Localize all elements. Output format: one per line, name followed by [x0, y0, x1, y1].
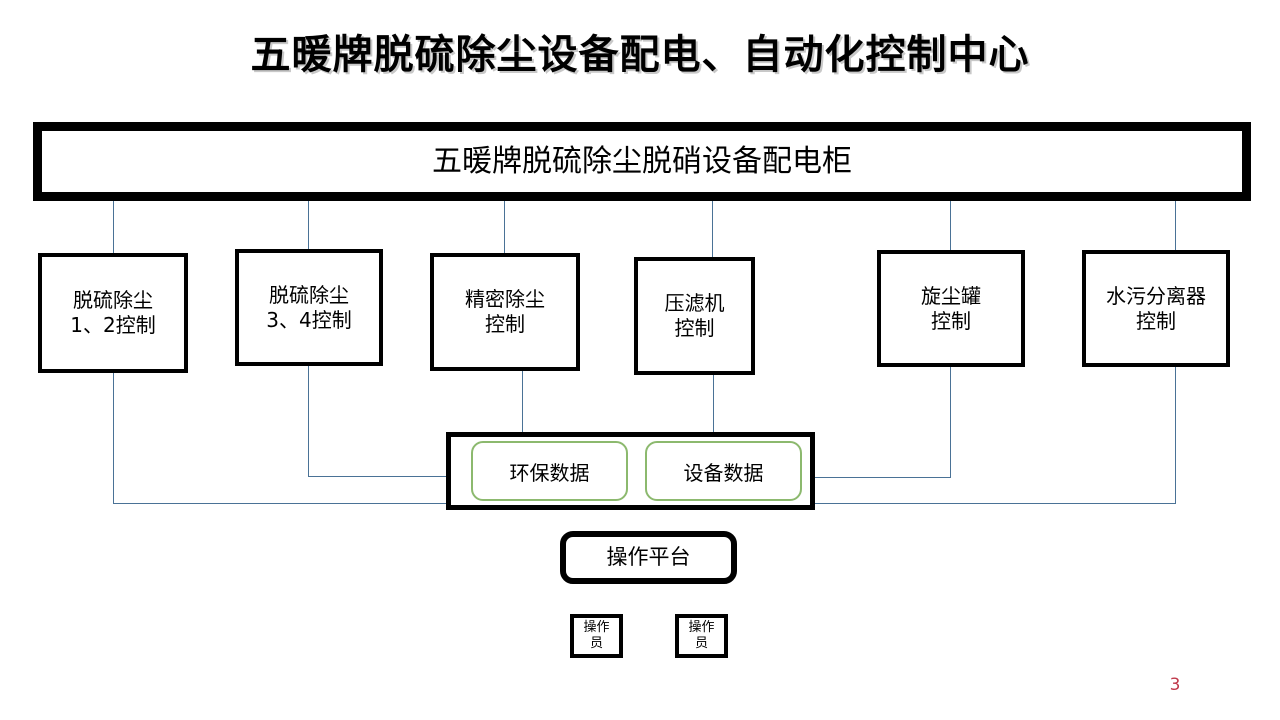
main-cabinet-box[interactable]: 五暖牌脱硫除尘脱硝设备配电柜 [33, 122, 1251, 201]
connector-ctrl1-across [113, 503, 448, 504]
connector-cabinet-to-ctrl6 [1175, 200, 1176, 252]
control-box-desulfurization-3-4[interactable]: 脱硫除尘 3、4控制 [235, 249, 383, 366]
operator-box-2[interactable]: 操作 员 [675, 614, 728, 658]
operator-box-1[interactable]: 操作 员 [570, 614, 623, 658]
control-box-water-separator[interactable]: 水污分离器 控制 [1082, 250, 1230, 367]
control-box-cyclone-tank[interactable]: 旋尘罐 控制 [877, 250, 1025, 367]
connector-ctrl3-down [522, 371, 523, 442]
connector-ctrl5-across [802, 477, 951, 478]
operation-platform-box[interactable]: 操作平台 [560, 531, 737, 584]
connector-ctrl6-across [813, 503, 1176, 504]
page-number: 3 [1169, 675, 1181, 695]
connector-cabinet-to-ctrl1 [113, 200, 114, 255]
data-pill-equipment[interactable]: 设备数据 [645, 441, 802, 501]
connector-cabinet-to-ctrl3 [504, 200, 505, 255]
control-box-filter-press[interactable]: 压滤机 控制 [634, 257, 755, 375]
connector-cabinet-to-ctrl5 [950, 200, 951, 252]
page-title: 五暖牌脱硫除尘设备配电、自动化控制中心 [250, 32, 1030, 78]
control-box-desulfurization-1-2[interactable]: 脱硫除尘 1、2控制 [38, 253, 188, 373]
data-pill-environmental[interactable]: 环保数据 [471, 441, 628, 501]
connector-cabinet-to-ctrl2 [308, 200, 309, 251]
connector-ctrl5-down [950, 367, 951, 477]
control-box-precision-dust[interactable]: 精密除尘 控制 [430, 253, 580, 371]
connector-ctrl6-down [1175, 367, 1176, 503]
connector-cabinet-to-ctrl4 [712, 200, 713, 259]
connector-ctrl1-down [113, 373, 114, 503]
connector-ctrl4-down [713, 375, 714, 442]
connector-ctrl2-across [308, 476, 448, 477]
connector-ctrl2-down [308, 366, 309, 476]
